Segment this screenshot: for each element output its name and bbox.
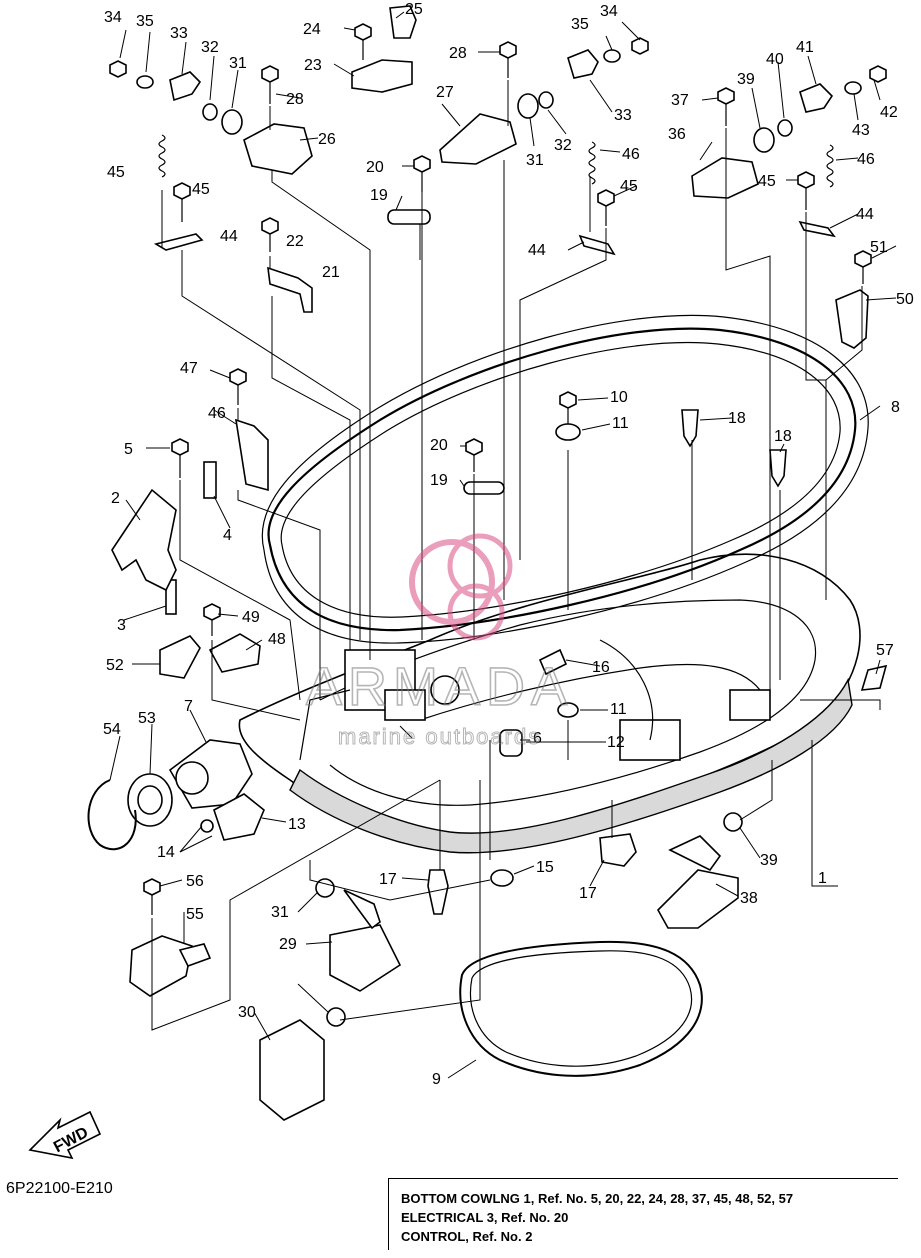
part-label: 23	[304, 57, 322, 74]
part-label: 46	[857, 151, 875, 168]
part-label: 31	[271, 904, 289, 921]
part-label: 21	[322, 264, 340, 281]
diagram-code: 6P22100-E210	[6, 1180, 113, 1197]
part-label: 12	[607, 734, 625, 751]
part-number-labels: 1 2 3 4 5 6 7 8 9 10 11 11 12 13 14 15 1…	[103, 1, 914, 1088]
part-label: 32	[554, 137, 572, 154]
part-label: 56	[186, 873, 204, 890]
part-label: 45	[758, 173, 776, 190]
watermark-tagline: marine outboards	[338, 724, 541, 749]
part-label: 5	[124, 441, 133, 458]
part-label: 39	[737, 71, 755, 88]
part-label: 37	[671, 92, 689, 109]
part-label: 45	[107, 164, 125, 181]
part-label: 14	[157, 844, 175, 861]
part-label: 20	[366, 159, 384, 176]
part-label: 53	[138, 710, 156, 727]
part-label: 40	[766, 51, 784, 68]
part-label: 11	[612, 415, 629, 432]
spring-icon	[158, 134, 834, 188]
reference-notes: BOTTOM COWLNG 1, Ref. No. 5, 20, 22, 24,…	[388, 1178, 898, 1250]
forward-arrow-icon: FWD	[28, 1110, 102, 1160]
part-label: 54	[103, 721, 121, 738]
watermark-brand: ARMADA	[306, 657, 573, 717]
cowling-seal-part	[261, 314, 869, 644]
part-label: 33	[170, 25, 188, 42]
part-label: 20	[430, 437, 448, 454]
part-label: 17	[579, 885, 597, 902]
bolt-icon	[109, 23, 887, 915]
part-label: 42	[880, 104, 898, 121]
part-label: 49	[242, 609, 260, 626]
part-label: 44	[856, 206, 874, 223]
part-label: 28	[449, 45, 467, 62]
part-label: 45	[620, 178, 638, 195]
part-label: 39	[760, 852, 778, 869]
part-label: 35	[136, 13, 154, 30]
part-label: 19	[430, 472, 448, 489]
part-label: 52	[106, 657, 124, 674]
part-label: 47	[180, 360, 198, 377]
washer-icon	[136, 49, 862, 1027]
part-label: 31	[229, 55, 247, 72]
part-label: 9	[432, 1071, 441, 1088]
part-label: 27	[436, 84, 454, 101]
part-label: 1	[818, 870, 827, 887]
part-label: 2	[111, 490, 120, 507]
note-line: CONTROL, Ref. No. 2	[401, 1229, 533, 1244]
part-label: 26	[318, 131, 336, 148]
alignment-lines	[151, 80, 881, 1031]
part-label: 45	[192, 181, 210, 198]
part-label: 36	[668, 126, 686, 143]
part-label: 41	[796, 39, 814, 56]
part-label: 4	[223, 527, 232, 544]
part-label: 18	[728, 410, 746, 427]
part-label: 19	[370, 187, 388, 204]
part-label: 15	[536, 859, 554, 876]
part-label: 3	[117, 617, 126, 634]
part-label: 17	[379, 871, 397, 888]
part-label: 28	[286, 91, 304, 108]
bottom-cowling-part	[238, 553, 861, 854]
part-label: 44	[528, 242, 546, 259]
part-label: 13	[288, 816, 306, 833]
part-label: 35	[571, 16, 589, 33]
part-label: 18	[774, 428, 792, 445]
part-label: 25	[405, 1, 423, 18]
lower-seal-part	[459, 940, 703, 1077]
part-label: 29	[279, 936, 297, 953]
part-label: 8	[891, 399, 900, 416]
part-label: 30	[238, 1004, 256, 1021]
part-label: 6	[533, 730, 542, 747]
part-label: 7	[184, 698, 193, 715]
part-label: 44	[220, 228, 238, 245]
part-label: 51	[870, 239, 888, 256]
part-label: 34	[600, 3, 618, 20]
part-label: 22	[286, 233, 304, 250]
part-label: 16	[592, 659, 610, 676]
part-label: 46	[208, 405, 226, 422]
part-label: 50	[896, 291, 914, 308]
part-label: 24	[303, 21, 321, 38]
part-label: 46	[622, 146, 640, 163]
small-parts	[87, 5, 888, 1121]
note-line: BOTTOM COWLNG 1, Ref. No. 5, 20, 22, 24,…	[401, 1191, 794, 1206]
leader-lines	[109, 11, 897, 1079]
part-label: 34	[104, 9, 122, 26]
part-label: 57	[876, 642, 894, 659]
part-label: 33	[614, 107, 632, 124]
note-line: ELECTRICAL 3, Ref. No. 20	[401, 1210, 569, 1225]
part-label: 31	[526, 152, 544, 169]
part-label: 32	[201, 39, 219, 56]
part-label: 11	[610, 701, 627, 718]
part-label: 48	[268, 631, 286, 648]
part-label: 55	[186, 906, 204, 923]
part-label: 43	[852, 122, 870, 139]
part-label: 10	[610, 389, 628, 406]
part-label: 38	[740, 890, 758, 907]
watermark: ARMADA marine outboards	[305, 533, 573, 750]
